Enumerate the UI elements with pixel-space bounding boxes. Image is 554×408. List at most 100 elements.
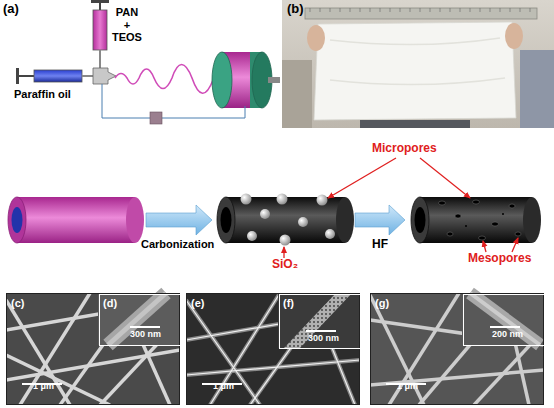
scale-label: 1 μm [397,382,418,392]
porous-carbon-fiber [411,197,429,243]
porous-carbon-fiber [523,197,541,243]
porous-carbon-fiber [455,214,461,218]
carbon-fiber-with-silica [325,229,335,239]
coaxial-nozzle [93,68,116,84]
syringe-paraffin [82,75,94,77]
panel-letter: (b) [287,2,304,17]
carbon-fiber-with-silica [217,197,235,243]
precursor-label: Paraffin oil [14,88,71,101]
pointer-arrow [283,247,284,258]
sem-image [370,293,544,405]
membrane-photo [310,8,530,12]
porous-carbon-fiber [492,222,499,226]
scale-label: 300 nm [130,330,161,340]
carbon-fiber-with-silica [221,207,232,233]
scale-bar [22,327,520,384]
precursor-fiber-cylinder [8,197,26,243]
carbon-fiber-with-silica [241,194,252,205]
process-arrow [355,205,405,235]
sem-panel: (e) 1 μm (f) 300 nm [186,293,360,405]
syringe-paraffin [16,68,94,84]
pointer-arrow [483,241,486,252]
sem-panel: (c) 1 μm (d) 300 nm [6,293,180,405]
sem-inset [462,293,544,345]
carbon-fiber-with-silica [260,209,270,219]
pore-label: Micropores [372,142,437,156]
carbon-fiber-with-silica [217,194,354,246]
membrane-photo [282,0,554,128]
sem-image [6,293,180,405]
sem-image [370,295,424,405]
panel-letter: (g) [375,297,389,309]
carbon-fiber-with-silica [280,235,291,246]
carbon-fiber-with-silica [336,197,354,243]
sem-image [186,293,360,405]
sem-inset-panel: (f) 300 nm [279,294,361,349]
porous-carbon-fiber [420,197,532,243]
carbon-fiber-with-silica [298,217,308,227]
syringe-paraffin [19,75,34,77]
scale-label: 1 μm [33,382,54,392]
syringe-pan-teos [99,50,101,68]
syringe-pan-teos [93,10,107,50]
scale-label: 200 nm [492,330,523,340]
panel-letter: (e) [191,297,204,309]
scale-label: 1 μm [213,382,234,392]
sem-image [186,293,360,405]
carbon-fiber-with-silica [277,194,288,205]
collector-drum [212,52,280,108]
membrane-photo [360,120,470,128]
sem-image [389,293,459,405]
syringe-pan-teos [91,0,109,68]
sem-image [186,293,360,405]
scale-bar [130,326,160,328]
membrane-photo [505,23,523,49]
membrane-photo [305,8,537,19]
porous-carbon-fiber [515,232,521,236]
membrane-photo [520,50,554,128]
process-arrow [146,205,212,235]
sem-inset [284,293,352,348]
particle-label: SiO₂ [272,258,298,272]
power-supply-wire [162,106,245,118]
porous-carbon-fiber [447,232,453,236]
sem-image [6,355,110,405]
sem-inset [278,293,360,348]
panel-letter: (d) [103,297,117,309]
carbon-fiber-with-silica [247,231,257,241]
membrane-photo [330,38,505,85]
process-arrow [355,205,405,235]
spinning-jet [115,65,213,94]
power-supply-wire [102,84,150,118]
power-supply-wire [102,84,245,124]
membrane-photo [307,25,325,51]
syringe-paraffin [16,68,19,84]
collector-drum [212,52,232,108]
syringe-paraffin [34,70,82,82]
sem-image [6,293,180,405]
coaxial-nozzle [93,68,116,84]
sem-image [370,293,544,405]
step-label: Carbonization [141,238,214,251]
scale-label: 300 nm [308,334,339,344]
pointer-arrow [284,158,518,258]
sem-inset [470,293,540,345]
porous-carbon-fiber [411,197,541,243]
precursor-fiber-cylinder [12,207,23,233]
precursor-label: PAN + TEOS [112,6,142,44]
sem-image [370,370,544,385]
carbon-fiber-with-silica [317,195,328,206]
sem-image [186,300,260,405]
panel-letter: (c) [11,297,24,309]
precursor-fiber-cylinder [8,197,144,243]
porous-carbon-fiber [502,213,504,215]
porous-carbon-fiber [479,236,486,240]
pore-label: Mesopores [468,252,531,266]
pointer-arrow [420,158,470,198]
panel-letter: (a) [3,2,19,17]
sem-inset [470,293,540,345]
panel-letter: (f) [283,297,294,309]
spinning-jet [115,65,213,94]
